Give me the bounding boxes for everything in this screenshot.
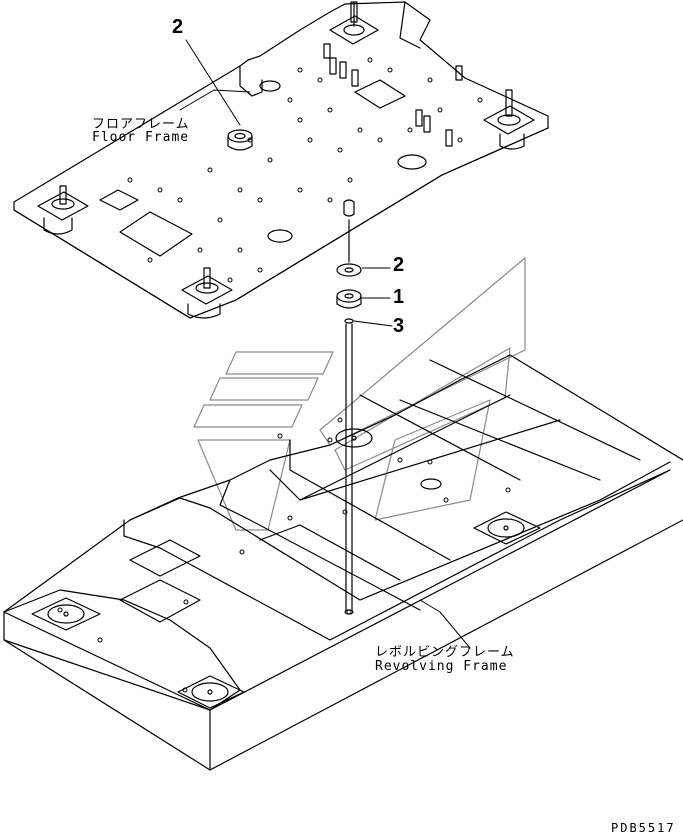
mount-bottom [181, 267, 233, 319]
revolving-frame-label-jp: レボルビングフレーム [375, 645, 515, 660]
revolving-frame-label-en: Revolving Frame [375, 659, 508, 674]
floor-hole-3 [259, 80, 281, 92]
floor-mounts [37, 1, 535, 319]
rubber-mount-part-1 [336, 289, 362, 303]
floor-hole-1 [397, 154, 427, 170]
floor-studs [323, 43, 463, 147]
revolving-pad-front-left [31, 597, 101, 631]
floor-cutout-2 [119, 211, 193, 257]
leader-part-2-top [185, 39, 241, 126]
leader-bolt [353, 320, 393, 327]
washer-part-2 [336, 263, 362, 277]
callout-bolt: 3 [393, 315, 405, 337]
pin [343, 199, 355, 217]
mount-top [329, 1, 379, 45]
revolving-pad-rear-right [473, 511, 541, 545]
floor-hole-2 [267, 229, 293, 243]
floor-cutout-1 [354, 79, 406, 109]
floor-frame-label-en: Floor Frame [92, 130, 190, 145]
revolving-frame [3, 354, 683, 771]
callout-washer: 2 [393, 254, 405, 276]
mount-left [37, 185, 89, 235]
revolving-pad-rear-left [335, 428, 373, 448]
drawing-code: PDB5517 [611, 821, 676, 835]
deck-slot [119, 579, 201, 623]
leader-floor-frame [179, 89, 251, 111]
floor-frame [13, 1, 549, 319]
leader-lines [179, 39, 471, 649]
mount-right [483, 89, 535, 150]
mount-part-2-top [227, 129, 253, 151]
callout-part-2-top: 2 [172, 16, 184, 38]
bolt-part-3 [344, 318, 354, 324]
floor-cutout-3 [99, 189, 139, 211]
revolving-pad-front-right [177, 675, 245, 709]
callout-mount: 1 [393, 286, 405, 308]
leader-revolving-frame [419, 599, 471, 649]
exploded-parts [336, 199, 362, 615]
floor-frame-label-jp: フロアフレーム [92, 117, 190, 132]
